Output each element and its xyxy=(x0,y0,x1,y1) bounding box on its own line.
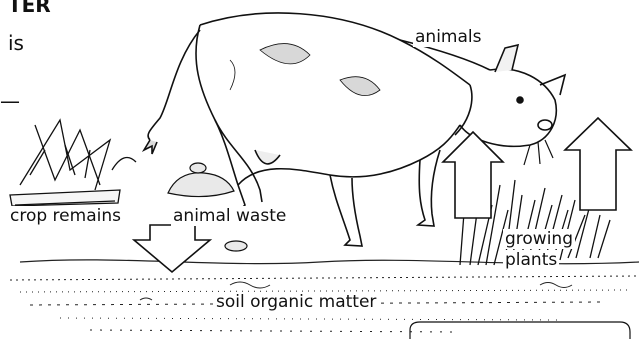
label-plants: plants xyxy=(503,250,559,270)
callout-box-edge xyxy=(410,322,630,339)
label-animals: animals xyxy=(413,27,483,47)
heading-fragment: TER xyxy=(8,0,51,16)
crop-remains-illustration xyxy=(10,120,136,206)
text-fragment: is xyxy=(8,32,24,54)
arrow-up-icon xyxy=(443,118,631,218)
label-crop-remains: crop remains xyxy=(8,206,123,226)
label-growing: growing xyxy=(503,229,575,249)
arrow-down-icon xyxy=(134,225,210,272)
label-soil-organic-matter: soil organic matter xyxy=(214,292,378,312)
label-animal-waste: animal waste xyxy=(171,206,288,226)
dash-fragment: — xyxy=(0,90,20,112)
